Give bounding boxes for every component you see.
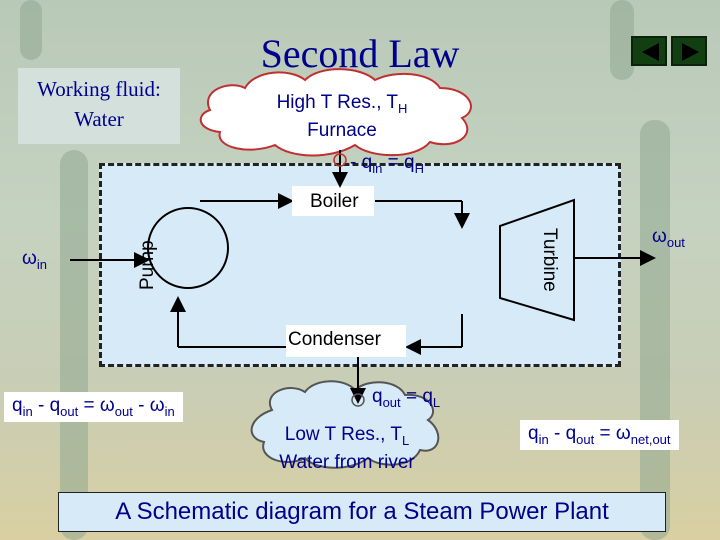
low-temperature-reservoir-label: Low T Res., TL Water from river [279,424,415,473]
next-slide-button[interactable] [671,36,707,66]
heat-in-equation: - qin = qH [350,152,424,176]
net-work-equation: qin - qout = ωnet,out [520,420,679,450]
previous-slide-button[interactable] [631,36,667,66]
working-fluid-value: Water [74,107,124,131]
work-in-label: ωin [22,248,47,272]
background-cactus [610,0,634,80]
slide-title: Second Law [260,31,460,76]
slide-caption: A Schematic diagram for a Steam Power Pl… [58,492,666,532]
heat-out-equation: qout = qL [372,386,441,410]
high-temperature-reservoir-cloud [199,68,472,157]
heat-in-symbol [333,153,347,167]
working-fluid-label: Working fluid: [37,77,161,101]
working-fluid-box: Working fluid: Water [18,68,180,144]
turbine-symbol [499,198,575,322]
heat-out-symbol [351,393,365,407]
turbine-label: Turbine [539,228,560,292]
condenser-box [286,325,406,357]
background-cactus [20,0,42,60]
background-cactus [640,120,670,540]
energy-balance-equation: qin - qout = ωout - ωin [4,392,183,422]
previous-arrow-icon [642,43,659,61]
high-temperature-reservoir-label: High T Res., TH Furnace [276,92,408,141]
pump-label: Pump [137,240,158,290]
work-out-label: ωout [652,226,685,250]
background-cactus [60,150,88,540]
boiler-label: Boiler [310,191,359,212]
boiler-box [292,186,374,216]
next-arrow-icon [682,43,699,61]
condenser-label: Condenser [288,329,381,350]
low-temperature-reservoir-cloud [250,380,440,469]
pump-symbol [147,207,229,289]
